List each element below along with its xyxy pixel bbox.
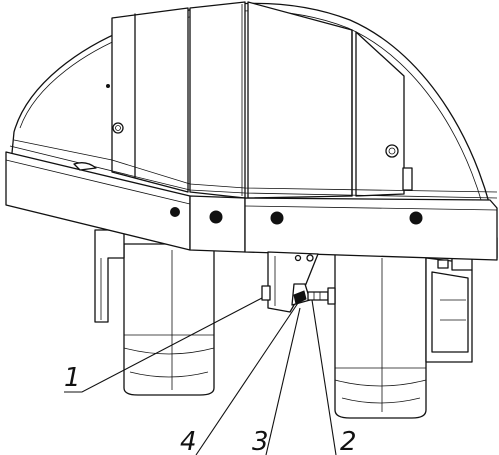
callout-3: 3 (252, 427, 269, 455)
panels (106, 1, 413, 199)
leader-lines (64, 297, 337, 455)
leader-4 (195, 299, 301, 455)
leader-1 (64, 297, 263, 393)
adjustment-assembly (261, 251, 336, 313)
left-cylinder (123, 243, 215, 396)
right-motor-block (425, 257, 473, 363)
callout-1: 1 (64, 363, 81, 393)
right-cylinder (334, 251, 427, 419)
frame-beam (5, 139, 498, 261)
left-bracket (94, 229, 125, 323)
callout-labels: 1 4 3 2 (64, 363, 357, 455)
callout-4: 4 (180, 427, 197, 455)
callout-2: 2 (340, 427, 357, 455)
leader-3 (265, 307, 301, 455)
leader-2 (311, 299, 337, 455)
